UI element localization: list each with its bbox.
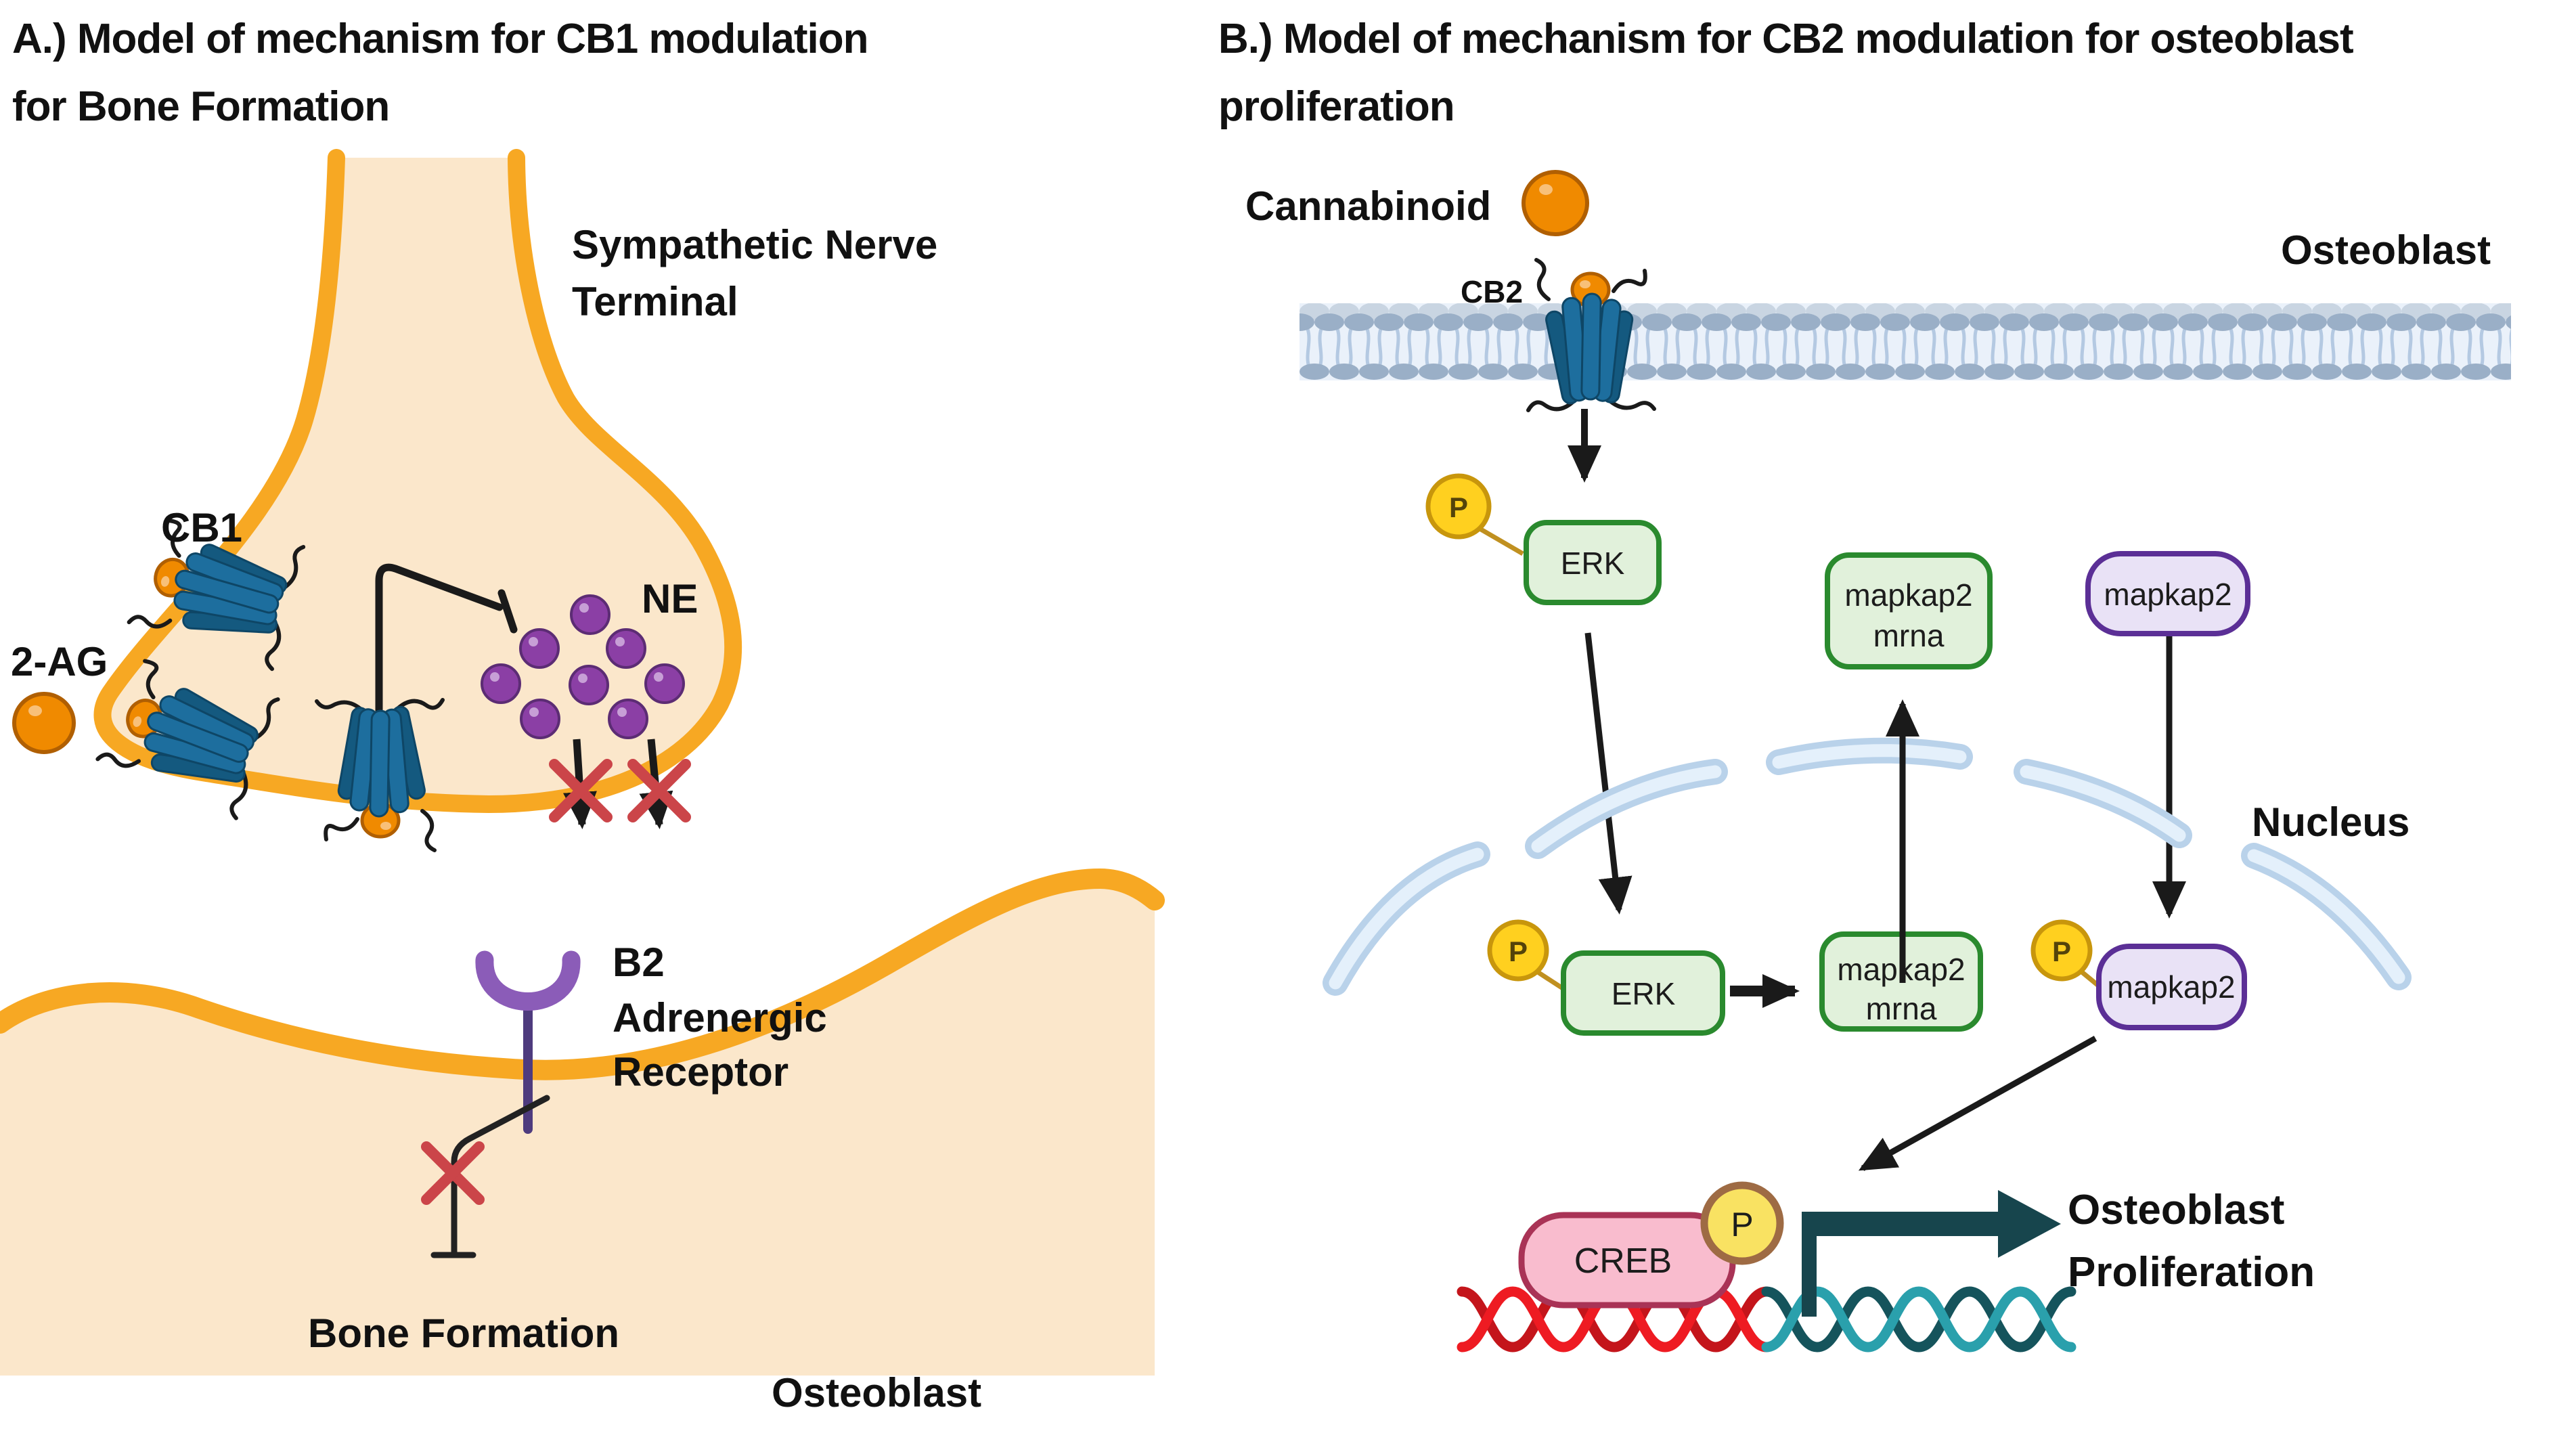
p-badge-text: P xyxy=(1731,1206,1753,1244)
mapkap2-mrna-upper-box: mapkap2 mrna xyxy=(1825,552,1993,669)
nucleus-label: Nucleus xyxy=(2252,799,2410,845)
cb1-inhibition-line xyxy=(375,563,518,716)
bone-formation-label: Bone Formation xyxy=(308,1311,619,1356)
ne-vesicle xyxy=(520,699,560,739)
mapkap2-lower-text: mapkap2 xyxy=(2107,969,2235,1005)
erk-upper-box: ERK xyxy=(1524,520,1662,605)
cb2-label: CB2 xyxy=(1461,274,1523,309)
mapkap2-mrna-upper-text2: mrna xyxy=(1873,618,1945,653)
blocked-bone-formation-line xyxy=(430,1095,550,1258)
b2-label-line2: Adrenergic xyxy=(613,995,827,1040)
osteoblast-label-a: Osteoblast xyxy=(772,1370,981,1415)
erk-lower-box: ERK xyxy=(1561,950,1725,1036)
mapkap2-upper-text: mapkap2 xyxy=(2104,577,2231,612)
ne-vesicle xyxy=(606,628,646,669)
mapkap2-mrna-upper-text1: mapkap2 xyxy=(1844,577,1972,613)
osteoblast-cell-membrane xyxy=(0,868,1165,1080)
transcription-arrow xyxy=(1802,1190,2061,1317)
ne-vesicle xyxy=(569,665,609,705)
cb1-label: CB1 xyxy=(161,505,242,550)
ne-vesicle xyxy=(644,663,685,704)
creb-text: CREB xyxy=(1574,1241,1672,1281)
arrow-erk-into-nucleus xyxy=(1584,632,1633,915)
p-badge-text: P xyxy=(1449,491,1468,523)
nerve-terminal-membrane xyxy=(93,149,742,813)
panel-b-title-line2: proliferation xyxy=(1218,83,1454,130)
creb-box: CREB xyxy=(1518,1212,1736,1309)
erk-upper-text: ERK xyxy=(1561,546,1625,581)
osteoblast-label-b: Osteoblast xyxy=(2281,227,2491,273)
panel-b-title-line1: B.) Model of mechanism for CB2 modulatio… xyxy=(1218,16,2353,62)
signal-arrows xyxy=(1568,409,2186,919)
nerve-terminal-fill xyxy=(102,158,734,804)
panel-a-title-line1: A.) Model of mechanism for CB1 modulatio… xyxy=(12,16,868,62)
arrow-mapkap2-to-creb xyxy=(1858,1036,2097,1171)
p-badge-mapkap2-lower: P xyxy=(2030,919,2107,993)
mapkap2-lower-box: mapkap2 xyxy=(2096,944,2247,1030)
panel-a: A.) Model of mechanism for CB1 modulatio… xyxy=(0,16,1165,1415)
ne-vesicle xyxy=(519,628,560,669)
2ag-ligand-icon xyxy=(12,692,76,754)
erk-lower-text: ERK xyxy=(1612,976,1676,1011)
b2-label-line3: Receptor xyxy=(613,1049,789,1095)
p-badge-text: P xyxy=(1509,936,1528,967)
panel-b: B.) Model of mechanism for CB2 modulatio… xyxy=(1218,16,2511,1353)
panel-a-title-line2: for Bone Formation xyxy=(12,83,389,130)
ne-vesicle xyxy=(481,663,521,704)
p-badge-erk-upper: P xyxy=(1425,473,1524,556)
2ag-label: 2-AG xyxy=(11,639,108,684)
nuclear-envelope xyxy=(1323,737,2412,996)
p-badge-creb: P xyxy=(1700,1181,1784,1265)
osteoblast-cell-fill xyxy=(0,879,1155,1376)
nerve-terminal-label-line1: Sympathetic Nerve xyxy=(572,222,937,267)
b2-label-line1: B2 xyxy=(613,940,665,985)
ne-vesicle xyxy=(570,594,610,635)
cannabinoid-ligand-icon xyxy=(1522,170,1589,236)
mapkap2-upper-box: mapkap2 xyxy=(2085,551,2250,636)
outcome-label-line2: Proliferation xyxy=(2068,1249,2315,1296)
p-badge-erk-lower: P xyxy=(1487,919,1568,993)
nerve-terminal-label-line2: Terminal xyxy=(572,279,738,324)
cannabinoid-label: Cannabinoid xyxy=(1245,183,1491,229)
ne-vesicle xyxy=(608,699,648,739)
mapkap2-mrna-lower-text2: mrna xyxy=(1866,991,1937,1026)
p-badge-text: P xyxy=(2052,936,2071,967)
plasma-membrane-bilayer xyxy=(1300,303,2511,380)
ne-label: NE xyxy=(642,576,698,621)
outcome-label-line1: Osteoblast xyxy=(2068,1187,2284,1233)
